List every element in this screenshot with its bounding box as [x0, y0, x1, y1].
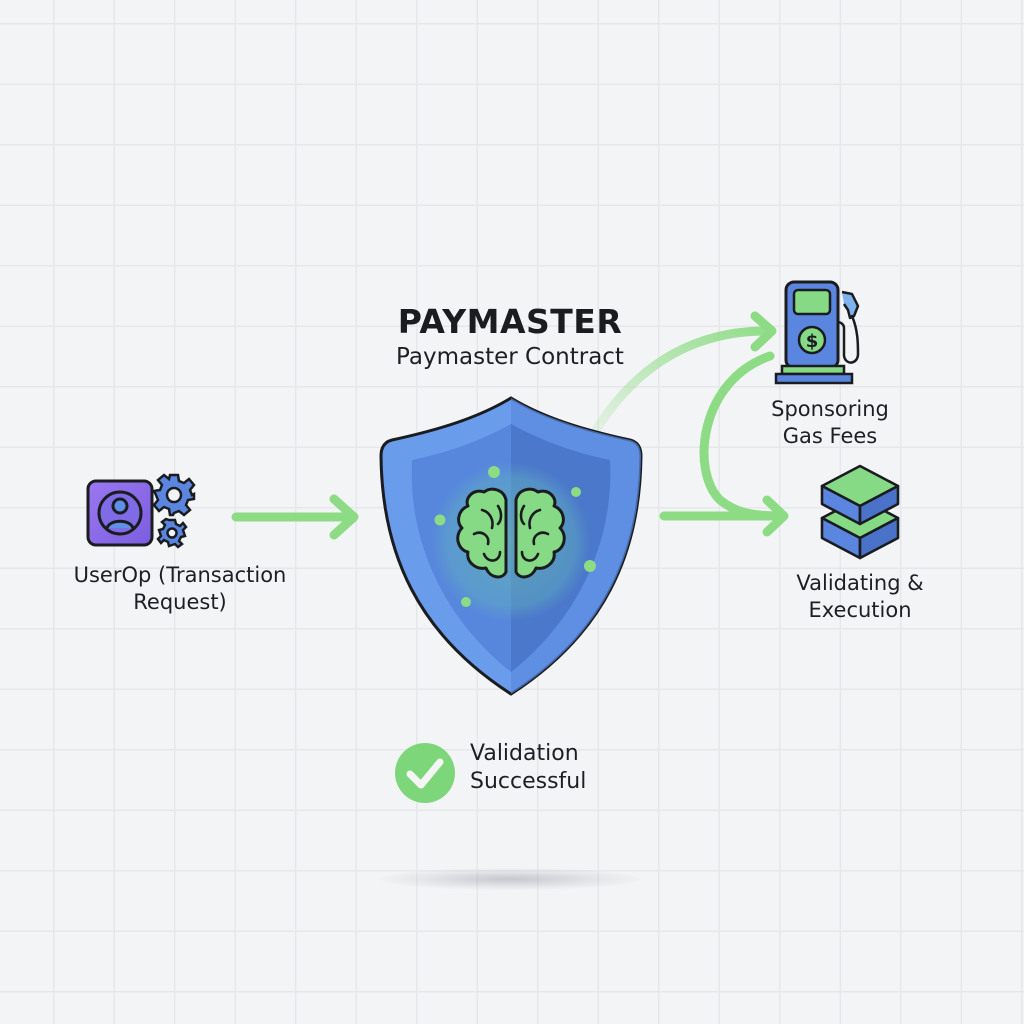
- node-gas: $ Sponsoring Gas Fees: [740, 276, 920, 456]
- node-gas-label: Sponsoring Gas Fees: [771, 397, 889, 448]
- arrow-paymaster-to-execution: [659, 495, 789, 537]
- node-execution: Validating & Execution: [760, 460, 960, 630]
- svg-text:$: $: [806, 331, 819, 352]
- arrow-paymaster-to-gas: [591, 311, 777, 435]
- gas-pump-dollar-icon: $: [774, 280, 860, 385]
- node-userop-label: UserOp (Transaction Request): [73, 563, 287, 614]
- shield-brain-icon: [379, 396, 643, 696]
- stacked-blocks-icon: [820, 464, 900, 560]
- diagram-subtitle: Paymaster Contract: [396, 344, 624, 370]
- check-circle-icon: [395, 743, 455, 803]
- node-userop: UserOp (Transaction Request): [60, 470, 300, 620]
- node-execution-label: Validating & Execution: [796, 571, 924, 622]
- ground-shadow: [380, 868, 640, 890]
- arrow-userop-to-paymaster: [231, 494, 359, 540]
- user-gear-icon: [86, 473, 196, 549]
- diagram-title: PAYMASTER: [397, 302, 623, 341]
- validation-status: Validation Successful: [392, 738, 632, 808]
- validation-status-label: Validation Successful: [470, 741, 587, 794]
